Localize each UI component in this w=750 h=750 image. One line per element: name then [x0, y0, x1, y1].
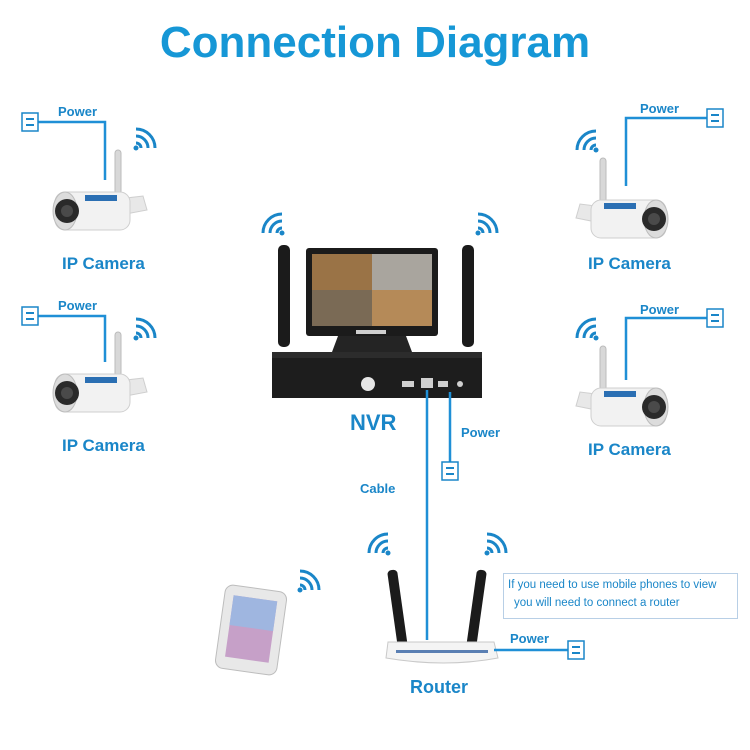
smartphone-icon: [214, 584, 288, 676]
camera-power-line-3: [624, 116, 710, 186]
cable-label: Cable: [360, 481, 396, 496]
mobile-note-line1: If you need to use mobile phones to view: [508, 579, 717, 591]
camera-power-line-1: [38, 120, 107, 180]
power-plug-icon: [21, 306, 39, 326]
router-label: Router: [410, 677, 468, 697]
power-plug-icon: [706, 108, 724, 128]
wifi-icon: [296, 569, 321, 594]
mobile-note: If you need to use mobile phones to view…: [503, 573, 738, 619]
camera-label: IP Camera: [588, 254, 671, 273]
ip-camera-icon: [52, 149, 148, 231]
power-plug-icon: [567, 640, 585, 660]
camera-power-line-2: [38, 314, 107, 362]
power-plug-icon: [441, 461, 459, 481]
power-label: Power: [58, 298, 98, 313]
mobile-note-line2: you will need to connect a router: [514, 597, 680, 609]
power-plug-icon: [21, 112, 39, 132]
power-label: Power: [58, 104, 98, 119]
ip-camera-icon: [52, 331, 148, 413]
power-plug-icon: [706, 308, 724, 328]
nvr-power-label: Power: [461, 425, 501, 440]
camera-label: IP Camera: [588, 440, 671, 459]
nvr-icon: [261, 212, 499, 398]
wifi-icon: [132, 127, 157, 152]
camera-label: IP Camera: [62, 254, 145, 273]
wifi-icon: [575, 129, 600, 154]
router-icon: [367, 532, 508, 664]
ip-camera-icon: [575, 157, 669, 239]
wifi-icon: [575, 317, 600, 342]
router-power-label: Power: [510, 631, 550, 646]
wifi-icon: [132, 317, 157, 342]
power-label: Power: [640, 302, 680, 317]
nvr-label: NVR: [350, 410, 397, 435]
page-title: Connection Diagram: [159, 18, 591, 67]
camera-label: IP Camera: [62, 436, 145, 455]
camera-power-line-4: [624, 316, 710, 380]
ip-camera-icon: [575, 345, 669, 427]
power-label: Power: [640, 101, 680, 116]
